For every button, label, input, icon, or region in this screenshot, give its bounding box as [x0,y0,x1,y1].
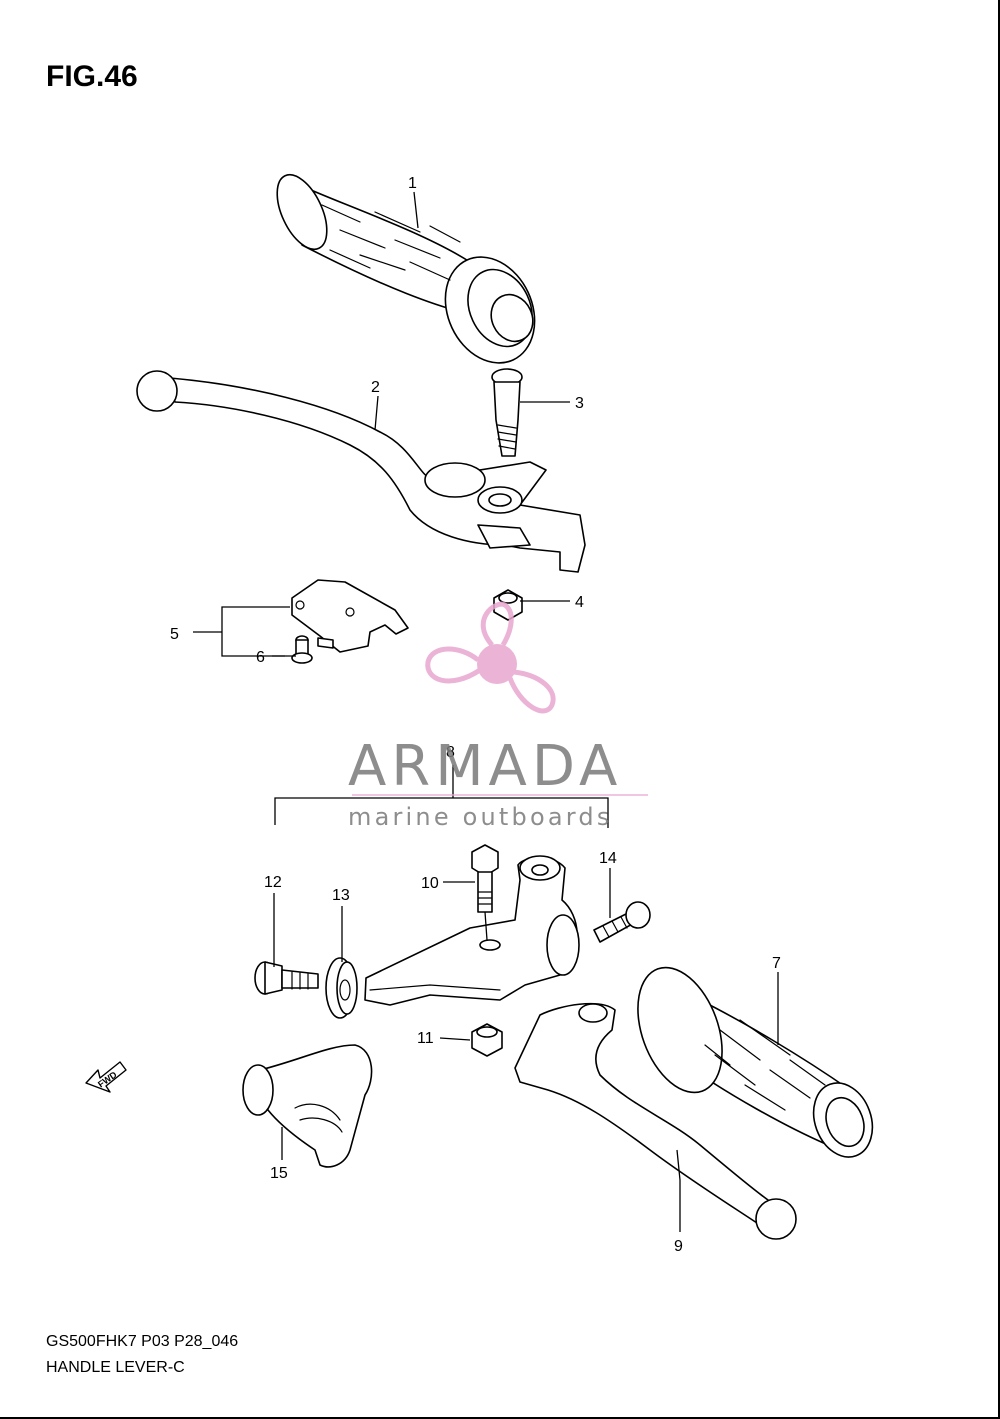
part-7-left-grip [637,966,874,1158]
callout-1: 1 [408,175,417,192]
callout-14: 14 [599,850,617,867]
callout-3: 3 [575,395,584,412]
callout-12: 12 [264,874,282,891]
figure-code: GS500FHK7 P03 P28_046 [46,1333,239,1350]
callout-6: 6 [256,649,265,666]
fwd-arrow-icon: FWD [85,1061,127,1093]
part-12-bolt [254,961,319,995]
callout-7: 7 [772,955,781,972]
callout-2: 2 [371,379,380,396]
part-9-clutch-lever [514,1002,797,1240]
part-10-bolt [471,844,499,913]
callout-5: 5 [170,626,179,643]
part-13-adjuster [325,957,358,1019]
part-14-screw [593,901,651,943]
figure-name: HANDLE LEVER-C [46,1359,185,1376]
part-2-brake-lever [136,370,586,573]
part-15-lever-cover [242,1044,373,1168]
callout-9: 9 [674,1238,683,1255]
part-6-screw [291,635,313,664]
part-5-brake-switch [291,579,409,653]
watermark-tagline: marine outboards [348,803,613,831]
leader-lines [193,191,779,1232]
part-11-nut [471,1023,503,1057]
figure-title: FIG.46 [46,60,138,93]
callout-4: 4 [575,594,584,611]
callout-11: 11 [417,1030,434,1047]
callout-10: 10 [421,875,439,892]
callout-8: 8 [446,744,455,761]
armada-watermark: ARMADA marine outboards [348,601,648,831]
propeller-logo-icon [425,601,556,714]
part-3-pivot-bolt [491,368,523,457]
part-8-lever-holder [364,855,580,1006]
watermark-brand: ARMADA [348,734,622,799]
callout-13: 13 [332,887,350,904]
callout-15: 15 [270,1165,288,1182]
part-1-throttle-grip [276,173,536,364]
